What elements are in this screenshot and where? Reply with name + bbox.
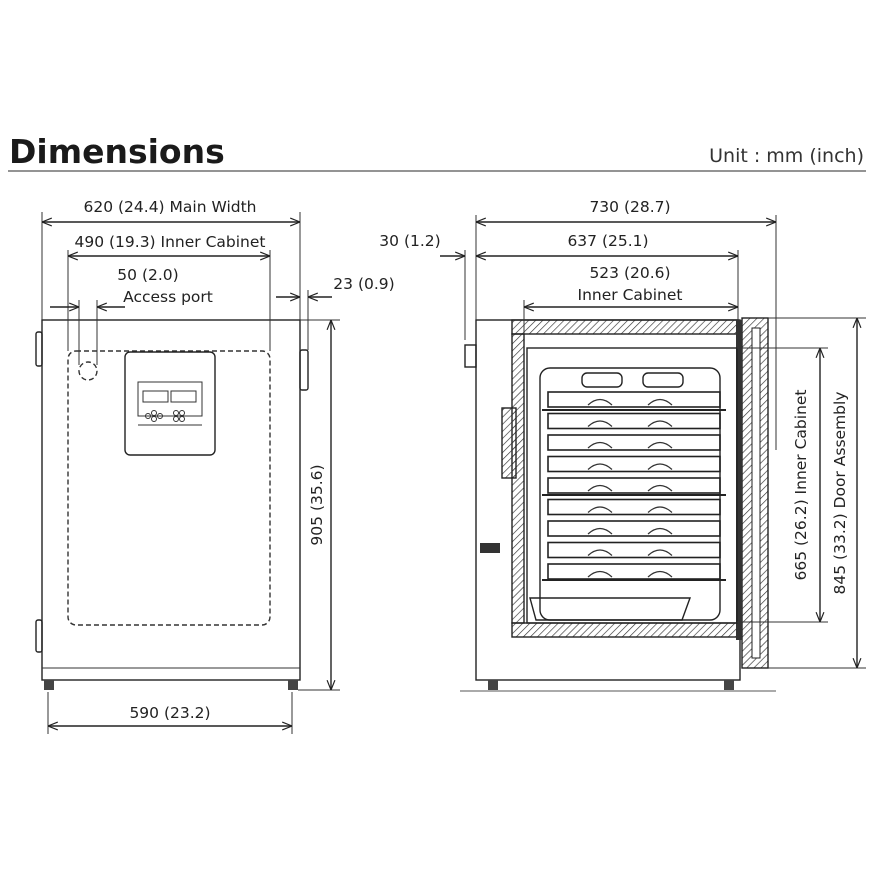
tray-dish (587, 527, 613, 535)
tray-dish (587, 420, 613, 427)
tray-dish (647, 463, 673, 470)
inner-depth-caption: Inner Cabinet (578, 286, 683, 304)
door-handle (299, 349, 309, 391)
tray-dish (587, 398, 613, 406)
side-offset-label: 23 (0.9) (333, 275, 394, 293)
tray-dish (647, 506, 673, 513)
panel-buttons (145, 410, 185, 422)
front-view: 620 (24.4) Main Width 490 (19.3) Inner C… (35, 198, 395, 734)
tray-dish (647, 527, 673, 535)
tray-dish (647, 441, 673, 449)
tray (547, 434, 721, 451)
page-title: Dimensions (9, 132, 225, 171)
base-width-label: 590 (23.2) (129, 704, 210, 722)
front-foot-left (44, 680, 54, 690)
tray-dish (647, 398, 673, 406)
shelf-trays (542, 391, 726, 581)
side-view: 730 (28.7) 637 (25.1) 30 (1.2) 523 (20.6… (379, 198, 866, 690)
control-panel (124, 351, 216, 456)
tray-dish (647, 420, 673, 427)
tray-dish (647, 570, 673, 578)
front-body (41, 319, 301, 681)
tray-dish (587, 506, 613, 513)
front-foot-right (288, 680, 298, 690)
tray (547, 455, 721, 473)
hinge-bottom (35, 619, 43, 653)
inner-cabinet-outline (67, 350, 271, 626)
inner-height-label: 665 (26.2) Inner Cabinet (792, 389, 810, 580)
side-latch (480, 543, 500, 553)
height-label: 905 (35.6) (308, 464, 326, 545)
tray-dish (587, 484, 613, 492)
tray (547, 477, 721, 494)
tray (547, 541, 721, 559)
tray-dish (587, 441, 613, 449)
total-depth-label: 730 (28.7) (589, 198, 670, 216)
tray (547, 498, 721, 516)
inner-cabinet-width-label: 490 (19.3) Inner Cabinet (74, 233, 265, 251)
hinge-top (35, 331, 43, 367)
unit-label: Unit : mm (inch) (709, 145, 864, 167)
tray (547, 412, 721, 430)
body-depth-label: 637 (25.1) (567, 232, 648, 250)
humidity-pan (529, 597, 691, 621)
inner-depth-label: 523 (20.6) (589, 264, 670, 282)
access-port-label: Access port (123, 288, 213, 306)
tray (547, 520, 721, 537)
tray-dish (587, 549, 613, 556)
tray-dish (587, 463, 613, 470)
tray-dish (587, 570, 613, 578)
door-height-label: 845 (33.2) Door Assembly (831, 392, 849, 595)
main-width-label: 620 (24.4) Main Width (83, 198, 256, 216)
rear-port (464, 344, 477, 368)
rear-offset-label: 30 (1.2) (379, 232, 440, 250)
tray (547, 391, 721, 408)
tray (547, 563, 721, 580)
access-port-size-label: 50 (2.0) (117, 266, 178, 284)
tray-dish (647, 484, 673, 492)
access-port (78, 361, 98, 381)
tray-dish (647, 549, 673, 556)
